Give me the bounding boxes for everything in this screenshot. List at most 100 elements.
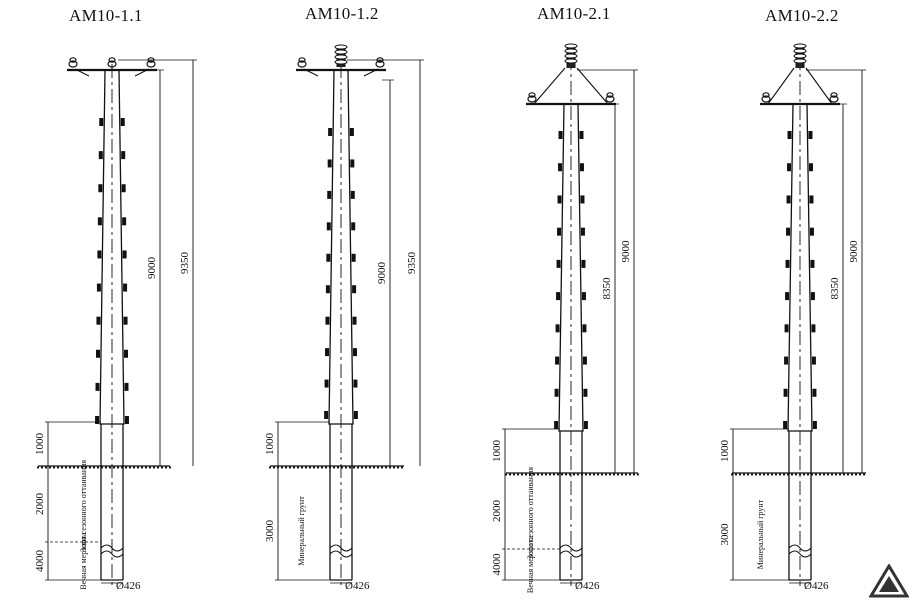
height-dimension-label: 9350	[179, 252, 191, 275]
ground-line-dot	[372, 466, 376, 469]
ground-line-dot	[798, 473, 802, 476]
top-insulator-shed	[334, 54, 348, 60]
ground-line-dot	[818, 473, 822, 476]
ground-line-dot	[600, 473, 604, 476]
insulator-cap	[830, 92, 838, 98]
ground-line-dot	[360, 466, 364, 469]
ground-line-dot	[608, 473, 612, 476]
step-bracket	[98, 184, 103, 193]
pole-title-am10-2-2: AM10-2.2	[765, 6, 839, 25]
step-bracket	[99, 118, 104, 126]
ground-line-dot	[340, 466, 344, 469]
zone-label-permafrost: Вечная мерзлота	[526, 535, 535, 593]
step-bracket	[121, 184, 126, 193]
top-insulator-shed	[564, 43, 578, 49]
ground-line-dot	[512, 473, 516, 476]
step-bracket	[809, 195, 814, 204]
step-bracket	[352, 316, 357, 325]
step-bracket	[556, 292, 561, 301]
ground-line-dot	[96, 466, 100, 469]
ground-line-dot	[834, 473, 838, 476]
step-bracket	[557, 195, 562, 204]
step-bracket	[555, 324, 560, 333]
top-insulator-shed	[793, 58, 807, 64]
ground-line-dot	[368, 466, 372, 469]
step-bracket	[787, 163, 792, 172]
step-bracket	[97, 250, 102, 259]
ground-line-dot	[380, 466, 384, 469]
step-bracket	[786, 195, 791, 204]
step-bracket	[325, 316, 330, 325]
ground-line-dot	[754, 473, 758, 476]
zone-label-seasonal-thaw: Зона сезонного оттаивания	[79, 460, 88, 552]
ground-line-dot	[552, 473, 556, 476]
step-bracket	[786, 227, 791, 236]
crossarm-brace	[303, 68, 319, 77]
ground-line-dot	[272, 466, 276, 469]
ground-line-dot	[858, 473, 862, 476]
crossarm-brace	[74, 68, 90, 77]
step-bracket	[327, 190, 332, 199]
crossarm-brace	[134, 68, 150, 77]
ground-line-dot	[344, 466, 348, 469]
top-insulator-shed	[793, 53, 807, 59]
ground-dimension-label: 3000	[719, 523, 731, 546]
ground-line-dot	[388, 466, 392, 469]
ground-line-dot	[584, 473, 588, 476]
ground-line-dot	[520, 473, 524, 476]
step-bracket	[326, 222, 331, 231]
ground-dimension-label: 1000	[34, 433, 46, 456]
ground-line-dot	[528, 473, 532, 476]
step-bracket	[554, 388, 559, 397]
diameter-label: Ø426	[116, 580, 141, 592]
ground-dimension-label: 3000	[264, 520, 276, 543]
step-bracket	[124, 349, 129, 358]
step-bracket	[95, 416, 100, 424]
ground-line-dot	[810, 473, 814, 476]
step-bracket	[122, 217, 127, 226]
ground-line-dot	[524, 473, 528, 476]
ground-line-dot	[280, 466, 284, 469]
step-bracket	[811, 324, 816, 333]
step-bracket	[582, 356, 587, 365]
ground-dimension-label: 1000	[491, 440, 503, 463]
step-bracket	[580, 195, 585, 204]
ground-line-dot	[152, 466, 156, 469]
height-dimension-label: 9350	[406, 252, 418, 275]
ground-line-dot	[108, 466, 112, 469]
step-bracket	[324, 379, 329, 388]
pole-title-am10-1-2: AM10-1.2	[305, 4, 379, 23]
ground-line-dot	[536, 473, 540, 476]
ground-line-dot	[296, 466, 300, 469]
ground-line-dot	[120, 466, 124, 469]
step-bracket	[556, 259, 561, 268]
ground-line-dot	[48, 466, 52, 469]
step-bracket	[808, 131, 813, 139]
ground-line-dot	[160, 466, 164, 469]
step-bracket	[352, 285, 357, 294]
crossarm-stay	[767, 67, 795, 105]
step-bracket	[583, 388, 588, 397]
ground-line-dot	[316, 466, 320, 469]
ground-line-dot	[862, 473, 866, 476]
ground-line-dot	[268, 466, 272, 469]
ground-line-dot	[750, 473, 754, 476]
ground-line-dot	[112, 466, 116, 469]
ground-line-dot	[540, 473, 544, 476]
insulator-cap	[69, 57, 77, 63]
height-dimension-label: 9000	[376, 262, 388, 285]
ground-line-dot	[284, 466, 288, 469]
ground-line-dot	[734, 473, 738, 476]
step-bracket	[582, 324, 587, 333]
ground-line-dot	[352, 466, 356, 469]
ground-line-dot	[356, 466, 360, 469]
step-bracket	[785, 292, 790, 301]
insulator	[375, 60, 385, 68]
step-bracket	[324, 411, 329, 419]
ground-line-dot	[580, 473, 584, 476]
step-bracket	[810, 292, 815, 301]
break-mark	[100, 550, 124, 558]
